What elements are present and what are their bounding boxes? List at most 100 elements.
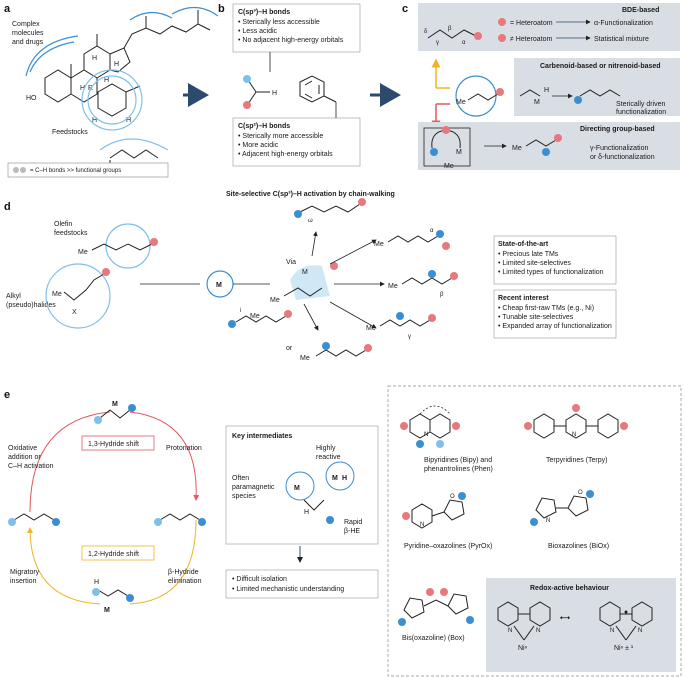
state-item-1-text: Precious late TMs	[502, 251, 558, 258]
pyrox-label: Pyridine–oxazolines (PyrOx)	[404, 543, 492, 550]
cycle-bottom-dot-1	[92, 588, 100, 596]
state-item-3: • Limited types of functionalization	[498, 269, 604, 276]
recent-item-3-text: Expanded array of functionalization	[502, 323, 611, 330]
cycle-arc-bl	[27, 527, 101, 605]
state-item-1: • Precious late TMs	[498, 251, 559, 258]
terpy-label: Terpyridines (Terpy)	[546, 457, 607, 464]
directing-product-chain	[525, 139, 557, 147]
d-title: Site-selective C(sp³)–H activation by ch…	[226, 191, 395, 198]
alpha-func-text: α-Functionalization	[594, 20, 653, 27]
eq-hetero-text: = Heteroatom	[510, 20, 553, 27]
sp2-benzene	[299, 75, 337, 103]
state-item-3-text: Limited types of functionalization	[502, 269, 603, 276]
aromatic-ring-highlight	[87, 75, 137, 125]
biox-n: N	[546, 518, 550, 524]
cycle-arc-tr	[129, 411, 200, 501]
sp3-item-1-text: Sterically less accessible	[242, 19, 320, 26]
internal-hetero-2	[364, 344, 372, 352]
bullet-1-text: Difficult isolation	[236, 576, 287, 583]
beta-hydride-label-2: elimination	[168, 578, 202, 585]
gamma-dot	[396, 312, 404, 320]
via-intermediate	[290, 265, 330, 300]
cycle-top-m: M	[112, 401, 118, 408]
cycle-left-chain	[13, 513, 55, 521]
alkyl-label-1: Alkyl	[6, 293, 21, 300]
biox-o: O	[578, 490, 583, 496]
panel-label-d: d	[4, 201, 11, 213]
internal-me-1: Me	[250, 313, 260, 320]
legend-dot-1	[13, 167, 19, 173]
panel-d: Site-selective C(sp³)–H activation by ch…	[4, 191, 617, 362]
omega-hetero	[358, 198, 366, 206]
recent-item-1-text: Cheap first-raw TMs (e.g., Ni)	[502, 305, 594, 312]
internal-dot-1	[228, 320, 236, 328]
gamma-chain	[379, 319, 431, 327]
panel-label-b: b	[218, 3, 225, 15]
oxidative-label-1: Oxidative	[8, 445, 37, 452]
sp3-item-2: • Less acidic	[238, 28, 278, 35]
stat-mix-text: Statistical mixture	[594, 36, 649, 43]
alkyl-label-2: (pseudo)halides	[6, 302, 56, 309]
substrate-hetero	[496, 88, 504, 96]
terpy-n: N	[572, 432, 576, 438]
highly-label-2: reactive	[316, 454, 341, 461]
cycle-right-chain	[159, 513, 201, 521]
sp2-item-1-text: Sterically more accessible	[242, 133, 323, 140]
redox-left-ni: Niⁿ	[518, 645, 528, 652]
directing-hetero	[442, 126, 450, 134]
neq-hetero-text: ≠ Heteroatom	[510, 36, 553, 43]
sp2-item-1: • Sterically more accessible	[238, 133, 323, 140]
internal-me-2: Me	[300, 355, 310, 362]
key-m: M	[294, 485, 300, 492]
key-title: Key intermediates	[232, 433, 292, 440]
key-dot	[326, 516, 334, 524]
bullet-1: • Difficult isolation	[232, 576, 287, 583]
carbenoid-product-chain	[579, 89, 621, 97]
cycle-left-dot-2	[52, 518, 60, 526]
complex-label-2: molecules	[12, 30, 44, 37]
redox-right-n2: N	[638, 628, 642, 634]
cycle-top-chain	[99, 409, 131, 419]
bullets-box	[225, 569, 379, 599]
state-item-2-text: Limited site-selectives	[502, 260, 571, 267]
cycle-arc-br	[129, 519, 197, 605]
h-label-3: H	[114, 61, 119, 68]
substrate-highlight	[455, 75, 497, 117]
hydride12-box	[81, 545, 155, 561]
directing-me: Me	[444, 163, 454, 170]
directing-title: Directing group-based	[580, 126, 655, 133]
alkyl-x: X	[72, 309, 77, 316]
bipy-n-1: N	[424, 432, 428, 438]
cycle-arc-tl	[29, 411, 111, 513]
h-label-2: H	[80, 85, 85, 92]
sp2-title: C(sp²)–H bonds	[238, 123, 290, 130]
bde-box	[418, 3, 680, 51]
alkene-arc	[99, 138, 169, 151]
recent-item-2-text: Tunable site-selectives	[502, 314, 573, 321]
cycle-bottom-h: H	[94, 579, 99, 586]
sp3-h-label: H	[272, 90, 277, 97]
protonation-label: Protonation	[166, 445, 202, 452]
complex-label-1: Complex	[12, 21, 40, 28]
rapid-label-1: Rapid	[344, 519, 362, 526]
greek-delta: δ	[424, 29, 428, 35]
carbenoid-box	[514, 58, 680, 116]
aromatic-ring-highlight-2	[81, 69, 143, 131]
sp3-item-3: • No adjacent high-energy orbitals	[238, 37, 344, 44]
redox-complex-left: N N Niⁿ	[497, 601, 551, 652]
sp2-box	[232, 117, 361, 167]
beta-hetero	[450, 272, 458, 280]
cycle-right-dot-2	[198, 518, 206, 526]
gd-func-text-2: or δ-functionalization	[590, 154, 655, 161]
key-metal-ring	[285, 471, 315, 501]
beta-prod-me: Me	[388, 283, 398, 290]
aromatic-feedstock: R H H H	[81, 69, 143, 131]
key-intermediates-box	[225, 425, 379, 545]
bipy-label-1: Bipyridines (Bipy) and	[424, 457, 492, 464]
redox-title: Redox-active behaviour	[530, 585, 609, 592]
omega-chain	[299, 203, 361, 213]
recent-box	[493, 289, 617, 339]
ligand-box	[387, 385, 682, 677]
bde-title: BDE-based	[622, 7, 659, 14]
often-label-3: species	[232, 493, 256, 500]
